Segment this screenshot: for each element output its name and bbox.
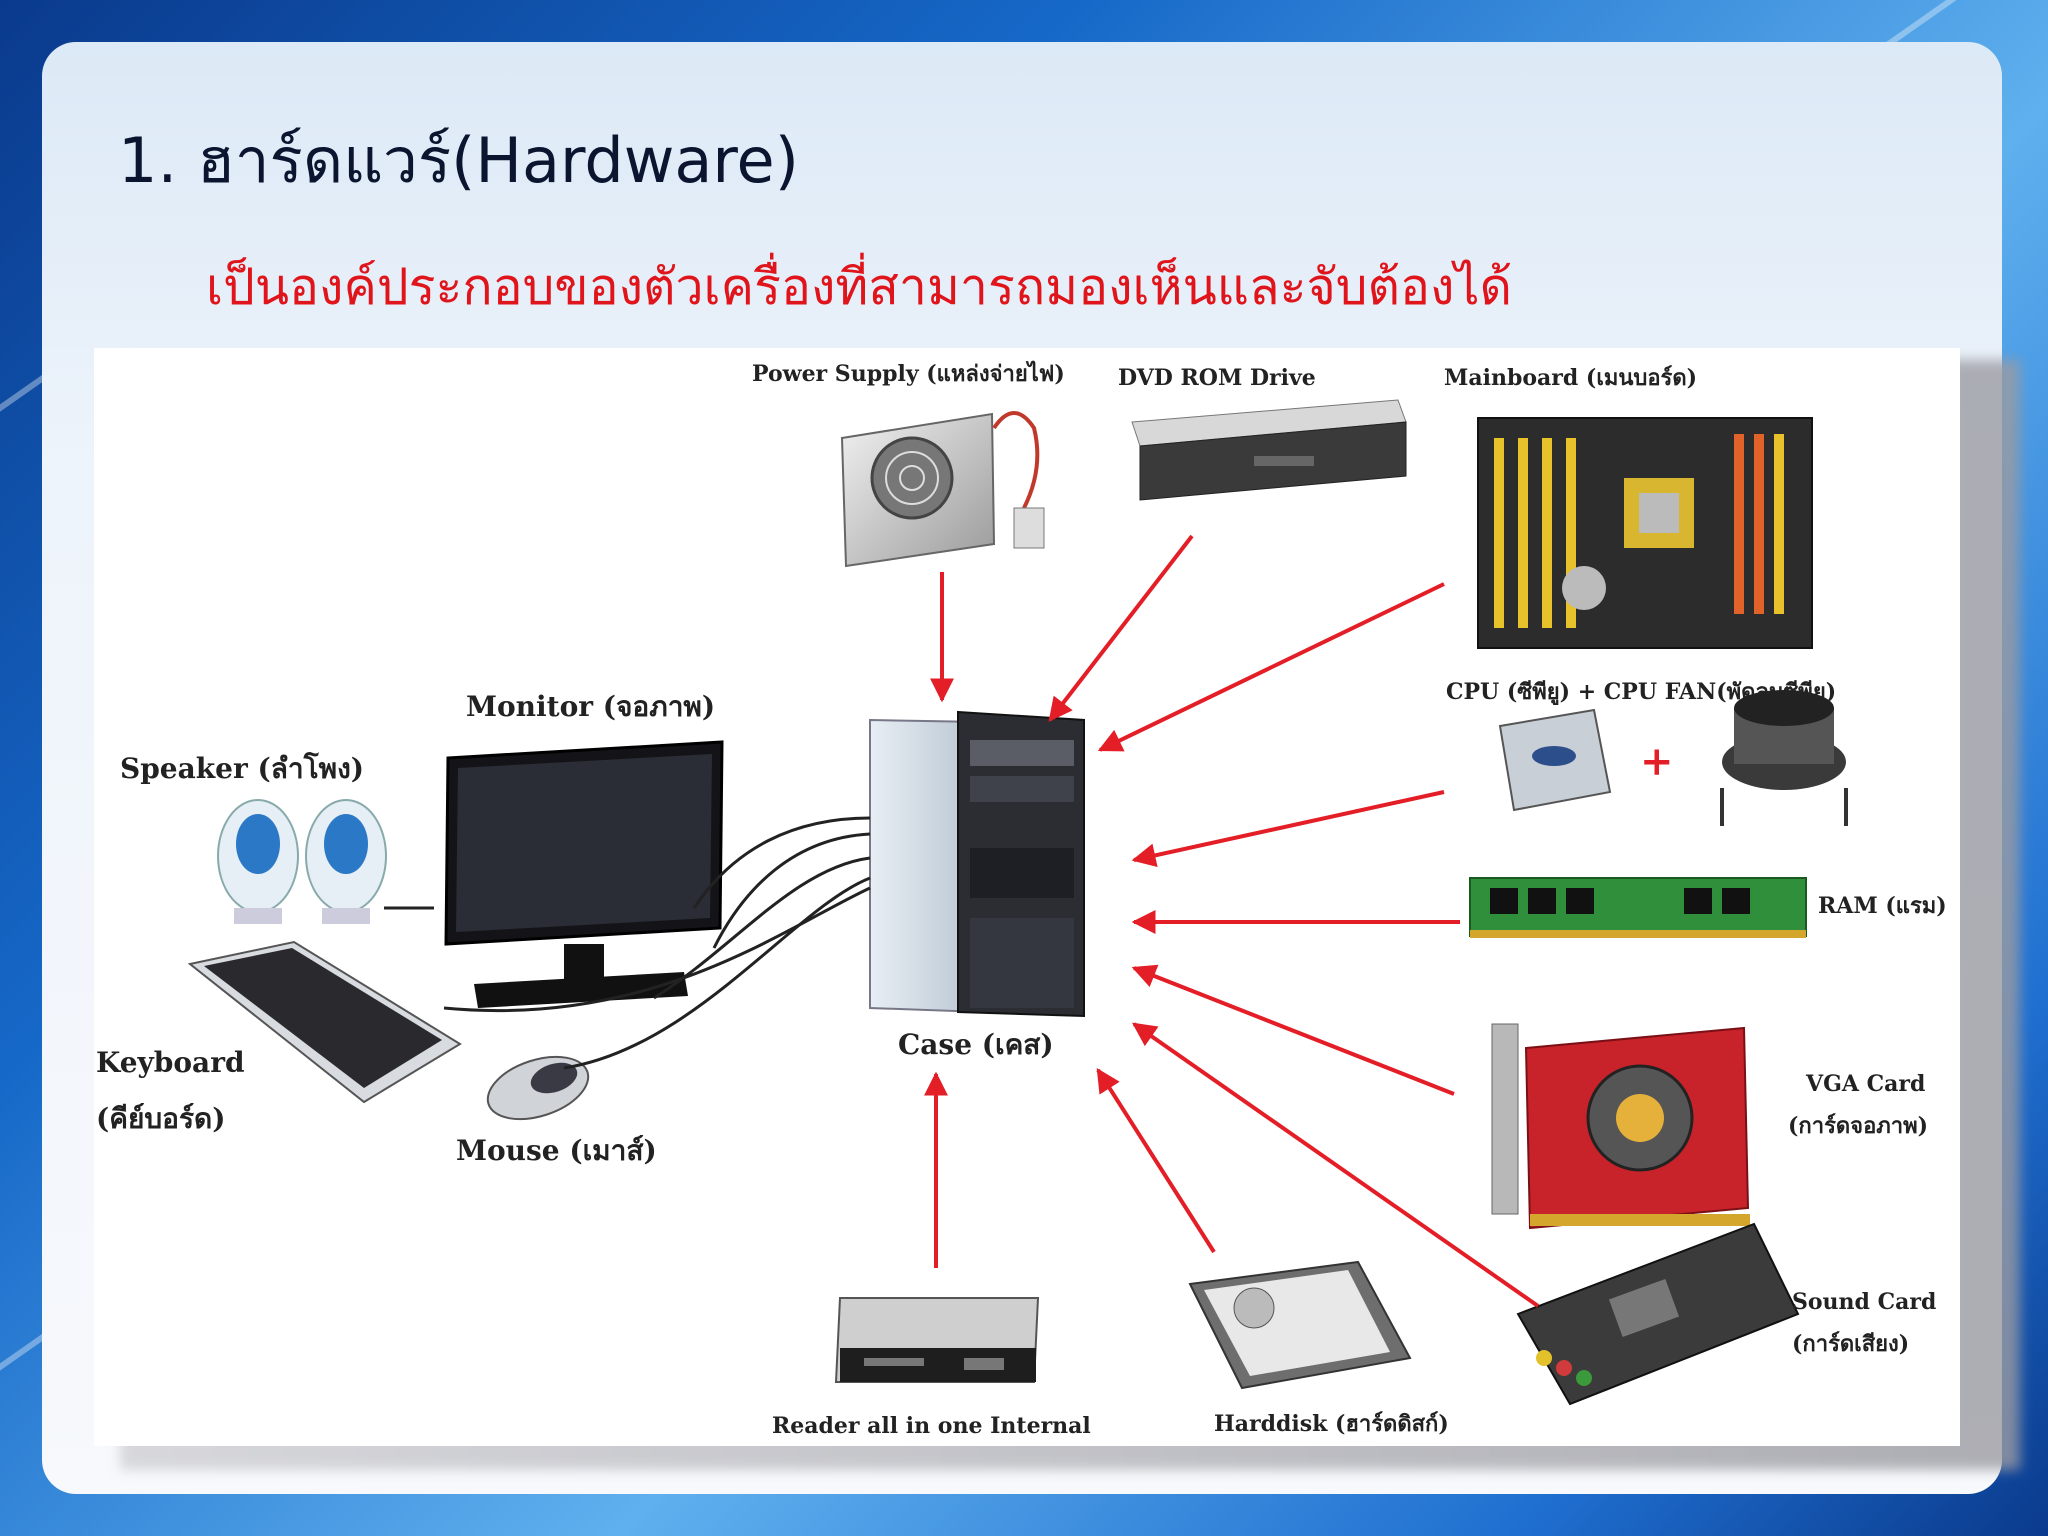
label-keyboard-line1: Keyboard xyxy=(96,1046,245,1079)
arrow-harddisk xyxy=(1096,1067,1216,1254)
arrows xyxy=(924,534,1540,1308)
label-ram: RAM (แรม) xyxy=(1818,893,1947,919)
card-reader-image xyxy=(834,1297,1040,1383)
hardware-diagram: Power Supply (แหล่งจ่ายไฟ) DVD ROM Drive… xyxy=(94,348,1960,1446)
label-mainboard: Mainboard (เมนบอร์ด) xyxy=(1444,365,1698,391)
speaker-image xyxy=(217,799,387,924)
label-cpu: CPU (ซีพียู) + CPU FAN(พัดลมซีพียู) xyxy=(1446,679,1837,705)
diagram-canvas xyxy=(187,399,1848,1406)
label-harddisk: Harddisk (ฮาร์ดดิสก์) xyxy=(1214,1411,1449,1437)
power-supply-image xyxy=(840,411,1045,568)
label-power-supply: Power Supply (แหล่งจ่ายไฟ) xyxy=(752,361,1065,387)
cpu-image xyxy=(1498,708,1612,812)
label-mouse: Mouse (เมาส์) xyxy=(456,1134,657,1167)
device-cables xyxy=(384,816,871,1070)
monitor-image xyxy=(444,740,724,1008)
label-vga-line2: (การ์ดจอภาพ) xyxy=(1788,1113,1929,1139)
harddisk-image xyxy=(1188,1260,1412,1390)
slide-subtitle: เป็นองค์ประกอบของตัวเครื่องที่สามารถมองเ… xyxy=(206,258,1513,316)
arrow-vga xyxy=(1131,964,1455,1096)
ram-image xyxy=(1469,877,1807,938)
sound-card-image xyxy=(1516,1222,1800,1406)
arrow-mainboard xyxy=(1097,582,1445,752)
vga-card-image xyxy=(1491,1023,1750,1230)
keyboard-image xyxy=(187,940,462,1104)
arrow-cpu xyxy=(1131,790,1445,868)
label-speaker: Speaker (ลำโพง) xyxy=(120,752,365,785)
label-sound-line2: (การ์ดเสียง) xyxy=(1792,1331,1910,1357)
mouse-image xyxy=(486,1055,590,1121)
label-sound-line1: Sound Card xyxy=(1792,1289,1937,1315)
dvd-rom-image xyxy=(1131,399,1407,501)
label-monitor: Monitor (จอภาพ) xyxy=(466,690,716,723)
label-reader: Reader all in one Internal xyxy=(772,1413,1091,1439)
slide-title: 1. ฮาร์ดแวร์(Hardware) xyxy=(118,124,799,197)
label-case: Case (เคส) xyxy=(898,1028,1054,1061)
case-image xyxy=(869,710,1085,1018)
label-plus-sign: + xyxy=(1640,738,1674,785)
label-vga-line1: VGA Card xyxy=(1806,1071,1926,1097)
cpu-fan-image xyxy=(1720,690,1848,826)
label-keyboard-line2: (คีย์บอร์ด) xyxy=(96,1102,226,1135)
arrow-sound xyxy=(1132,1022,1540,1308)
mainboard-image xyxy=(1477,417,1813,649)
label-dvd-rom: DVD ROM Drive xyxy=(1118,365,1316,391)
arrow-dvd-rom xyxy=(1048,534,1194,722)
